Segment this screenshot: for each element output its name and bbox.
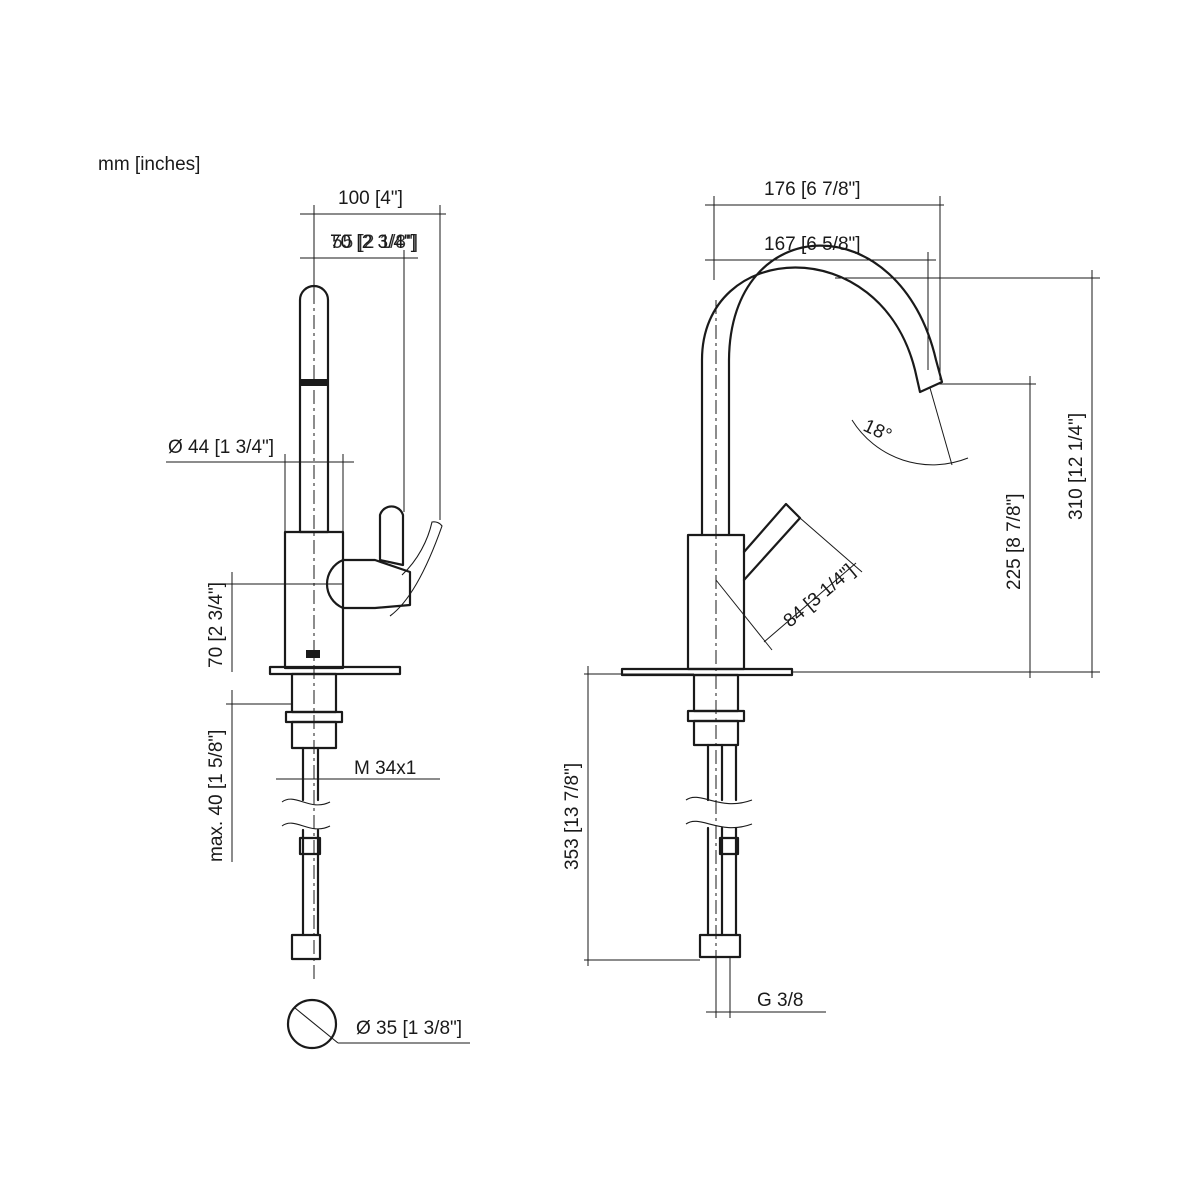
side-hose-fitting bbox=[290, 933, 322, 961]
dim-spout-height: 225 [8 7/8"] bbox=[1004, 493, 1025, 590]
side-view: 100 [4"] 70 [2 3/4"] 55 [2 1/8"] Ø 44 [1… bbox=[166, 188, 470, 1050]
dim-side-width: 100 [4"] bbox=[338, 188, 403, 209]
side-aerator-band bbox=[300, 379, 328, 386]
ext-line-handle-low bbox=[715, 579, 773, 651]
side-logo-mark bbox=[306, 650, 320, 658]
front-handle-lever bbox=[742, 502, 802, 582]
spout-angle: 18° bbox=[860, 415, 895, 446]
dim-hose-length: 353 [13 7/8"] bbox=[562, 763, 583, 870]
side-handle-swing bbox=[389, 521, 443, 617]
side-hole-diameter-line bbox=[294, 1007, 339, 1044]
dim-reach-outer: 176 [6 7/8"] bbox=[764, 179, 861, 200]
side-thread-block bbox=[290, 720, 338, 750]
side-handle-hub bbox=[325, 558, 412, 610]
dim-body-diameter: Ø 44 [1 3/4"] bbox=[168, 437, 274, 458]
front-gooseneck bbox=[700, 244, 944, 537]
front-break-top bbox=[685, 796, 753, 805]
angle-arc bbox=[851, 419, 969, 466]
front-hose-fittings bbox=[698, 933, 742, 959]
dim-hole-diameter: Ø 35 [1 3/8"] bbox=[356, 1018, 462, 1039]
dim-reach-inner: 167 [6 5/8"] bbox=[764, 234, 861, 255]
front-thread-block bbox=[692, 719, 740, 747]
front-view: 176 [6 7/8"] 167 [6 5/8"] 18° 310 [12 1/… bbox=[562, 179, 1100, 1018]
dim-body-height: 70 [2 3/4"] bbox=[206, 582, 227, 668]
front-break-bottom bbox=[685, 820, 753, 829]
connection-label: G 3/8 bbox=[757, 990, 803, 1011]
dim-side-handle-offset: 70 [2 3/4"] bbox=[330, 232, 416, 253]
ext-line-handle-high bbox=[799, 517, 863, 573]
dim-side-partial: 55 [2 1/8"] bbox=[332, 232, 418, 253]
dim-handle-length: 84 [3 1/4"] bbox=[780, 560, 859, 631]
side-break-bottom bbox=[281, 822, 331, 830]
dim-total-height: 310 [12 1/4"] bbox=[1066, 413, 1087, 520]
front-hose-clip bbox=[718, 836, 740, 856]
dim-thread-length: max. 40 [1 5/8"] bbox=[206, 730, 227, 862]
units-label: mm [inches] bbox=[98, 154, 200, 175]
side-hose-clip bbox=[298, 836, 322, 856]
side-mounting-hole bbox=[286, 998, 338, 1050]
angle-line-spout bbox=[929, 387, 953, 466]
side-break-top bbox=[281, 798, 331, 806]
side-spout-tube bbox=[298, 284, 330, 534]
dim-line-handle-length bbox=[763, 562, 857, 643]
side-handle-lever bbox=[378, 505, 405, 567]
thread-label: M 34x1 bbox=[354, 758, 416, 779]
